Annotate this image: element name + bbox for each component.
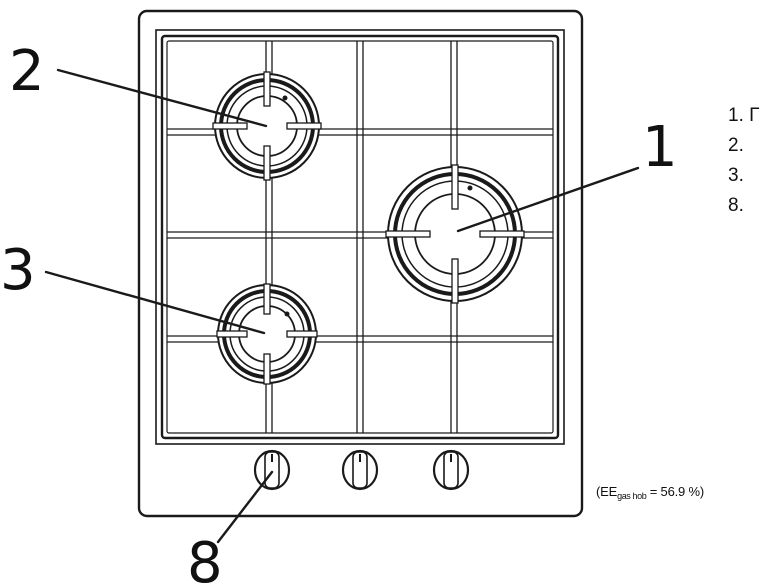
legend-item-8: 8. — [728, 194, 744, 218]
legend-number: 1. — [728, 105, 744, 126]
legend-item-2: 2. — [728, 134, 744, 158]
knob-right — [432, 449, 470, 491]
knob-left — [253, 449, 291, 491]
legend-item-3: 3. — [728, 164, 744, 188]
callout-1: 1 — [642, 115, 678, 180]
legend-number: 3. — [728, 165, 744, 186]
legend-text: Г — [749, 105, 760, 126]
burner-front-right — [385, 164, 525, 304]
callout-8: 8 — [187, 531, 223, 587]
leader-lines — [44, 68, 640, 544]
knob-middle — [341, 449, 379, 491]
efficiency-symbol: EE — [600, 484, 618, 499]
legend-number: 8. — [728, 195, 744, 216]
callout-2: 2 — [9, 39, 45, 104]
callout-3: 3 — [0, 238, 36, 303]
control-knobs — [253, 449, 470, 491]
legend-number: 2. — [728, 135, 744, 156]
efficiency-value: 56.9 — [660, 484, 686, 499]
efficiency-unit: % — [685, 484, 700, 499]
efficiency-subscript: gas hob — [617, 491, 647, 501]
energy-efficiency-note: (EEgas hob = 56.9 %) — [596, 484, 704, 501]
burner-front-left — [216, 283, 318, 385]
legend-item-1: 1. Г — [728, 104, 759, 128]
hob-top-plate — [155, 29, 565, 445]
